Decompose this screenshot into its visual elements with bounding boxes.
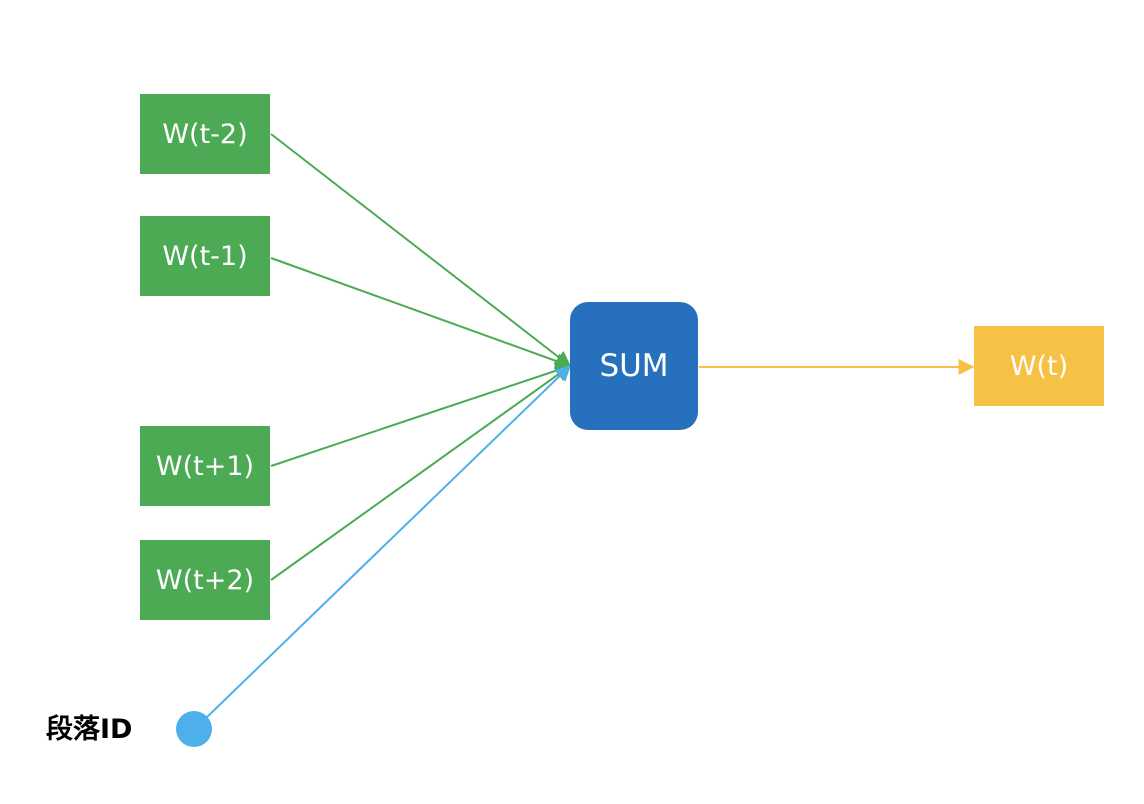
context-word-box: W(t-2) <box>140 94 270 174</box>
context-word-label: W(t+1) <box>155 450 255 482</box>
context-word-label: W(t-1) <box>162 240 248 272</box>
edge-w-t-1-to-sum <box>270 257 572 369</box>
context-word-box: W(t+1) <box>140 426 270 506</box>
context-word-box: W(t+2) <box>140 540 270 620</box>
context-word-label: W(t+2) <box>155 564 255 596</box>
edge-paragraph-to-sum <box>205 364 572 719</box>
target-word-label: W(t) <box>1009 350 1069 382</box>
edge-w-t+1-to-sum <box>270 362 572 467</box>
edge-w-t+2-to-sum <box>270 365 572 581</box>
target-word-box: W(t) <box>974 326 1104 406</box>
sum-label: SUM <box>599 348 669 384</box>
paragraph-id-node <box>176 711 212 747</box>
paragraph-id-label: 段落ID <box>46 714 133 745</box>
context-word-label: W(t-2) <box>162 118 248 150</box>
sum-node: SUM <box>570 302 698 430</box>
context-word-box: W(t-1) <box>140 216 270 296</box>
edge-w-t-2-to-sum <box>270 133 572 367</box>
